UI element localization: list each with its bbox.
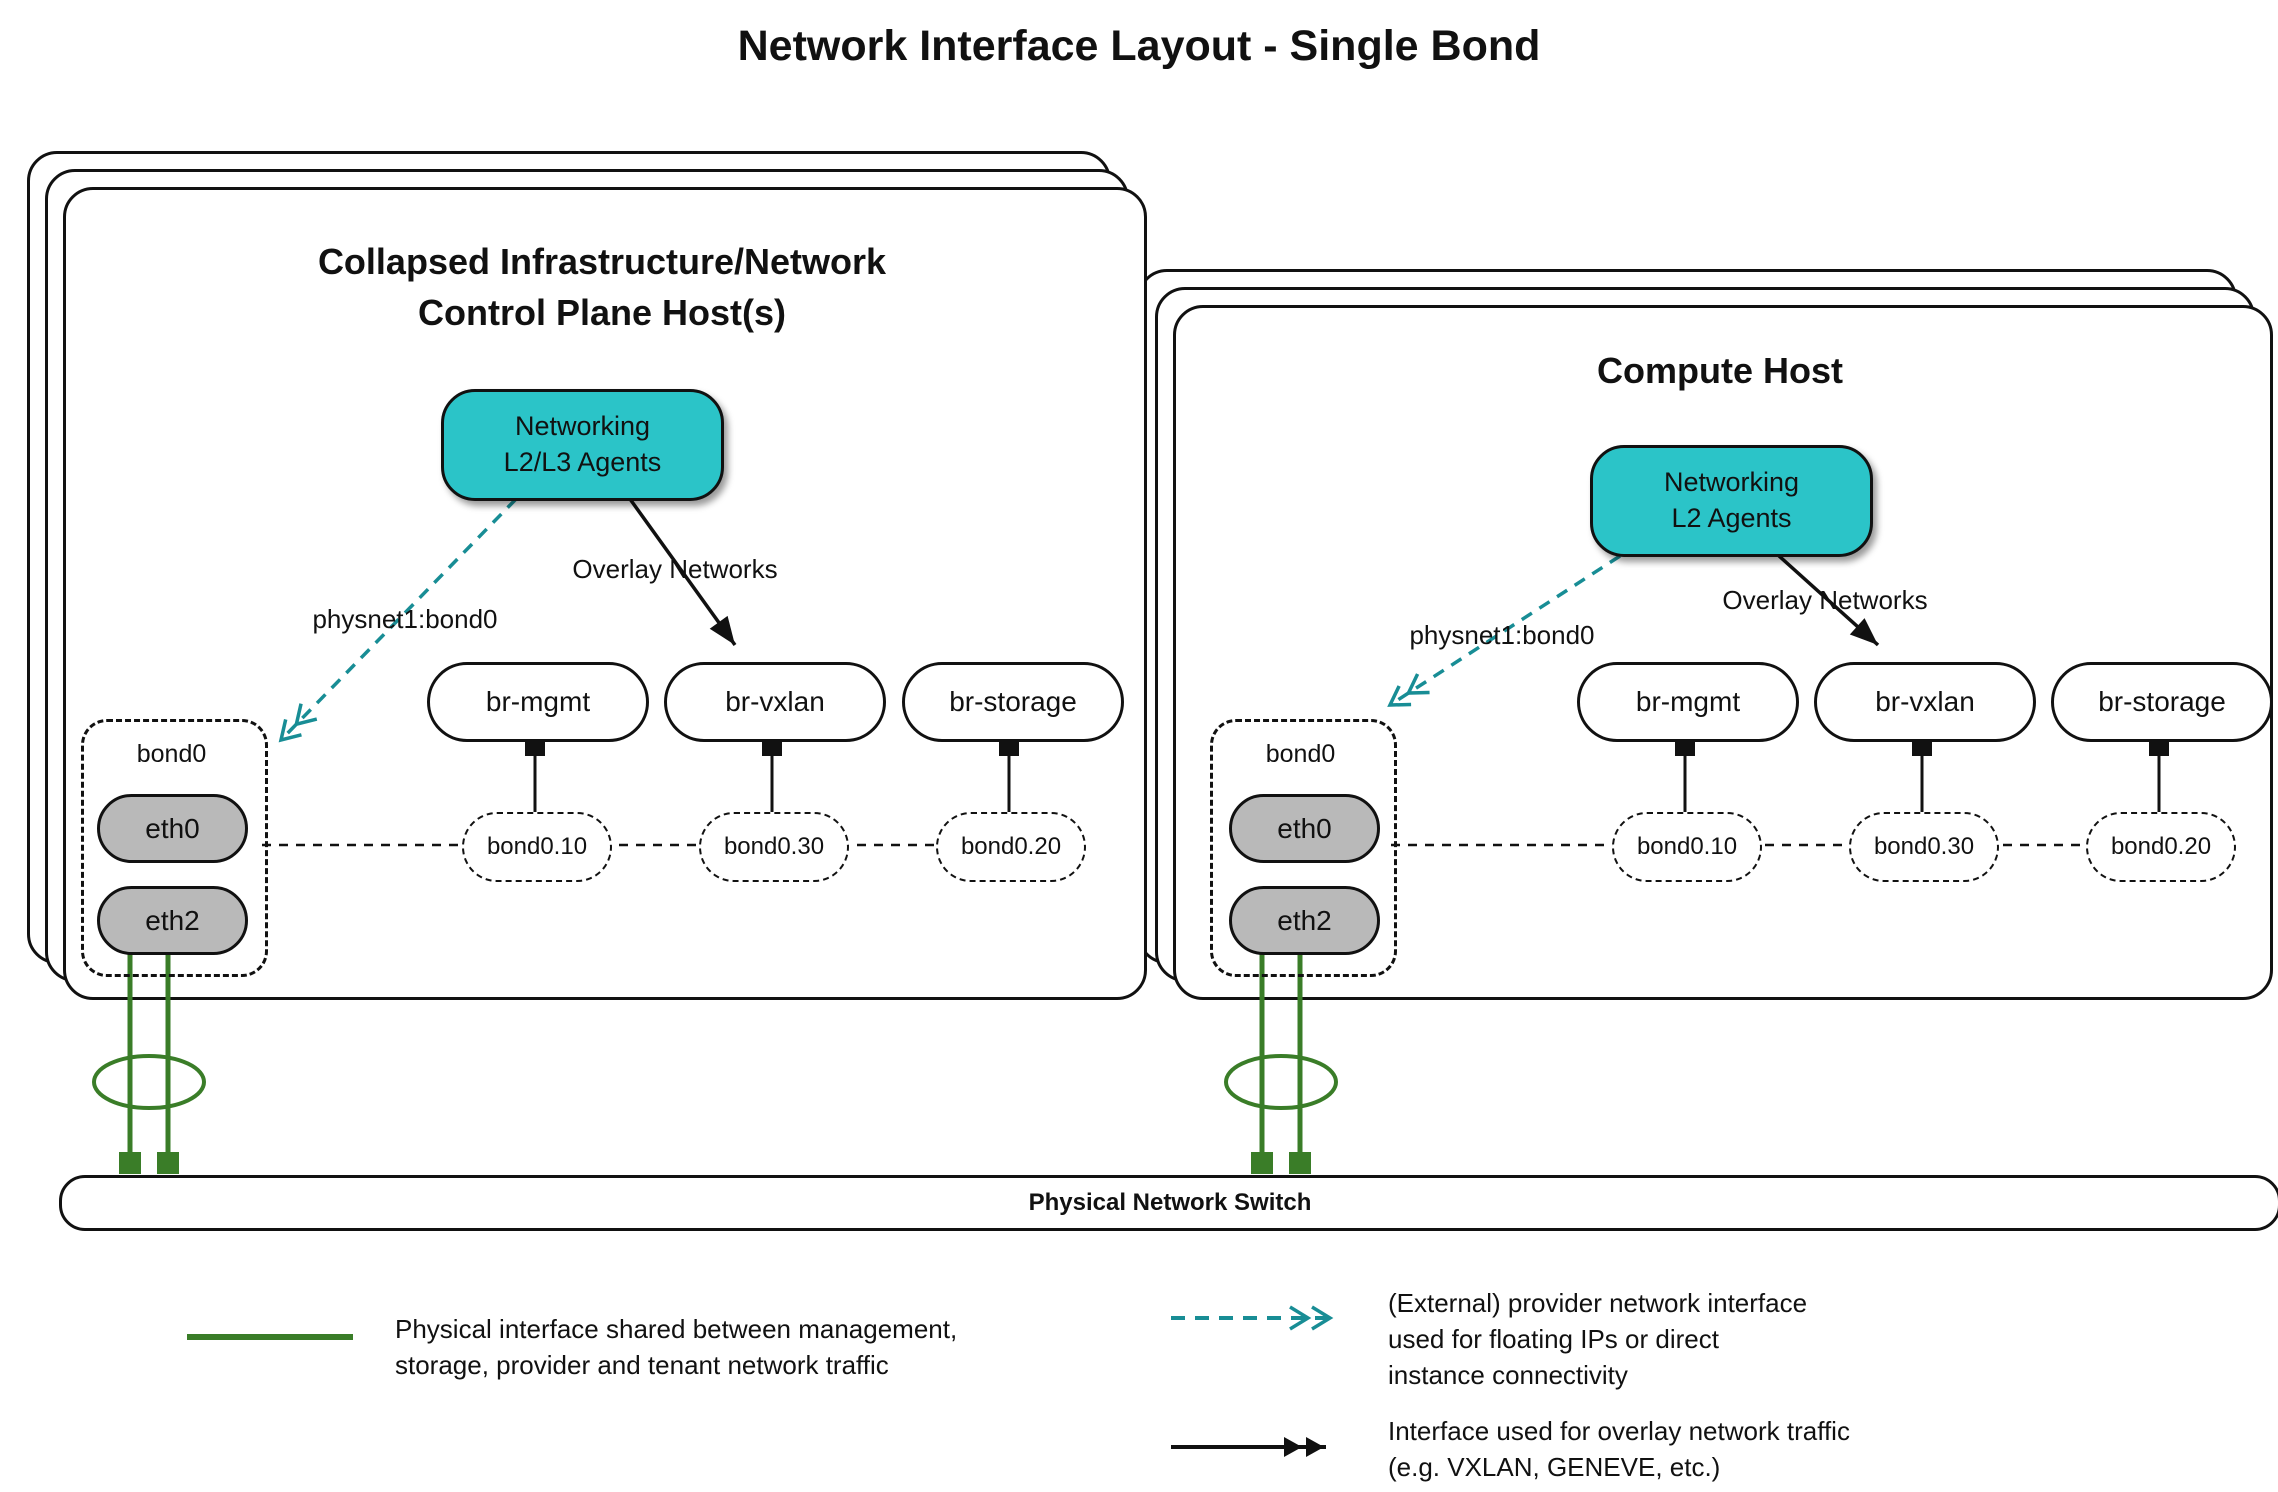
bond-ellipse-right: [1224, 1054, 1338, 1110]
vlan-node: bond0.20: [936, 812, 1086, 882]
bond-label-left: bond0: [136, 740, 207, 768]
switch-port: [1251, 1152, 1273, 1174]
switch-port: [157, 1152, 179, 1174]
physnet-label-right: physnet1:bond0: [1409, 620, 1595, 650]
bond-container-left: [81, 719, 268, 977]
physnet-label-left: physnet1:bond0: [312, 604, 498, 634]
compute-host-title: Compute Host: [1597, 350, 1843, 391]
bridge-node-br-storage: br-storage: [2051, 662, 2273, 742]
vlan-node: bond0.30: [699, 812, 849, 882]
bond-ellipse-left: [92, 1054, 206, 1110]
nic-node-eth2: eth2: [97, 886, 248, 955]
control-host-title: Collapsed Infrastructure/Network Control…: [317, 241, 887, 334]
switch-port: [1289, 1152, 1311, 1174]
bridge-node-br-vxlan: br-vxlan: [664, 662, 886, 742]
vlan-node: bond0.20: [2086, 812, 2236, 882]
bond-container-right: [1210, 719, 1397, 977]
nic-node-eth2: eth2: [1229, 886, 1380, 955]
legend-provider-text: (External) provider network interface us…: [1388, 1288, 1808, 1390]
overlay-networks-label-left: Overlay Networks: [572, 554, 778, 584]
bridge-node-br-vxlan: br-vxlan: [1814, 662, 2036, 742]
diagram-title: Network Interface Layout - Single Bond: [737, 22, 1541, 70]
vlan-node: bond0.10: [462, 812, 612, 882]
vlan-node: bond0.10: [1612, 812, 1762, 882]
overlay-networks-label-right: Overlay Networks: [1722, 585, 1928, 615]
networking-agents-box-right: Networking L2 Agents: [1590, 445, 1873, 557]
switch-port: [119, 1152, 141, 1174]
bridge-node-br-mgmt: br-mgmt: [1577, 662, 1799, 742]
nic-node-eth0: eth0: [97, 794, 248, 863]
physical-network-switch: Physical Network Switch: [59, 1175, 2278, 1231]
compute-host-box: [1173, 305, 2273, 1000]
bridge-node-br-storage: br-storage: [902, 662, 1124, 742]
bond-label-right: bond0: [1265, 740, 1336, 768]
networking-agents-box-left: Networking L2/L3 Agents: [441, 389, 724, 501]
vlan-node: bond0.30: [1849, 812, 1999, 882]
nic-node-eth0: eth0: [1229, 794, 1380, 863]
bridge-node-br-mgmt: br-mgmt: [427, 662, 649, 742]
legend-overlay-text: Interface used for overlay network traff…: [1388, 1416, 1850, 1482]
legend-physical-text: Physical interface shared between manage…: [395, 1314, 958, 1380]
